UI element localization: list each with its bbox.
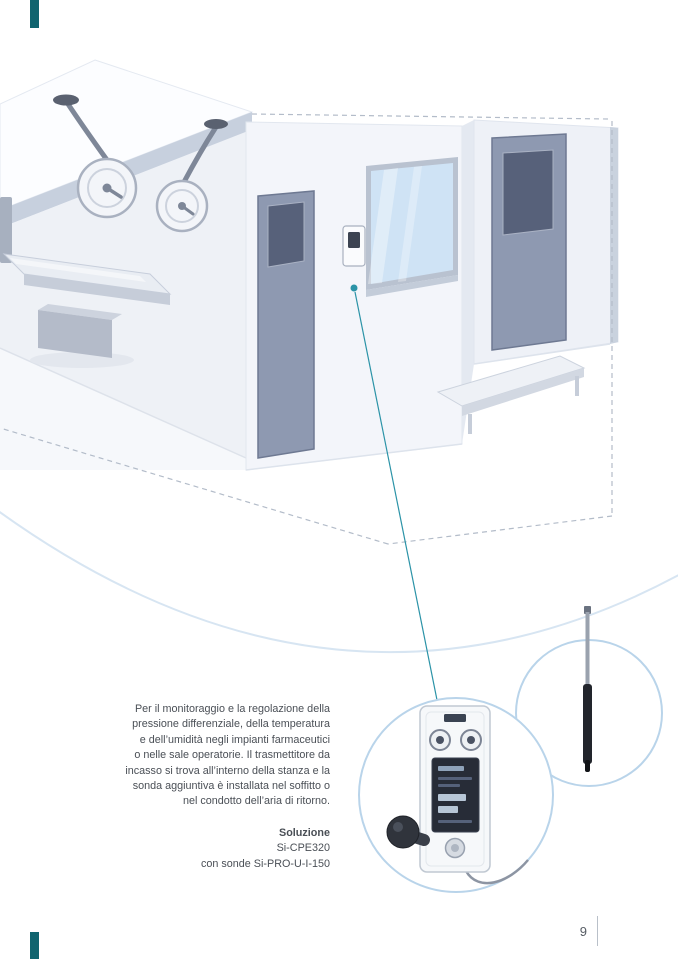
description-block: Per il monitoraggio e la regolazione del… bbox=[60, 702, 330, 810]
lamp-mount bbox=[204, 119, 228, 129]
device-display bbox=[431, 757, 480, 833]
wall-corner bbox=[462, 120, 474, 444]
transmitter-detail bbox=[358, 697, 554, 893]
lamp-mount bbox=[53, 94, 79, 106]
solution-block: Soluzione Si-CPE320 con sonde Si-PRO-U-I… bbox=[60, 826, 330, 872]
probe-detail bbox=[515, 606, 663, 787]
description-line: pressione differenziale, della temperatu… bbox=[132, 718, 330, 731]
solution-title: Soluzione bbox=[279, 827, 330, 839]
description-line: incasso si trova all’interno della stanz… bbox=[125, 764, 330, 777]
solution-product: Si-CPE320 bbox=[276, 842, 330, 855]
surgical-lamp bbox=[155, 119, 228, 233]
wall-transmitter bbox=[342, 225, 366, 267]
door bbox=[257, 190, 315, 459]
door bbox=[491, 133, 567, 351]
window bbox=[366, 157, 458, 297]
floor-lines bbox=[245, 343, 611, 471]
left-wall-panel bbox=[0, 197, 12, 263]
device-cable bbox=[464, 859, 529, 885]
dome-sensor bbox=[386, 815, 430, 849]
page-number: 9 bbox=[580, 916, 598, 946]
solution-probe: con sonde Si-PRO-U-I-150 bbox=[200, 857, 330, 870]
device-logo bbox=[444, 714, 466, 722]
description-line: sonda aggiuntiva è installata nel soffit… bbox=[132, 780, 330, 793]
surgical-lamp bbox=[53, 94, 138, 219]
page-number-value: 9 bbox=[579, 923, 587, 939]
accent-bar-bottom bbox=[30, 932, 39, 959]
device-sensor-grilles bbox=[429, 729, 482, 751]
operating-table bbox=[2, 253, 172, 368]
decorative-arc bbox=[0, 510, 678, 654]
accent-bar-top bbox=[30, 0, 39, 28]
probe-shaft bbox=[585, 612, 590, 686]
description-line: Per il monitoraggio e la regolazione del… bbox=[134, 703, 330, 715]
probe-body bbox=[583, 684, 592, 764]
description-line: nel condotto dell’aria di ritorno. bbox=[182, 795, 330, 808]
probe-tip bbox=[585, 760, 590, 772]
measurement-point bbox=[350, 284, 358, 292]
dashed-room-outline bbox=[0, 113, 613, 545]
description-line: e dell’umidità negli impianti farmaceuti… bbox=[139, 733, 330, 746]
bench bbox=[436, 355, 586, 434]
callout-line bbox=[354, 291, 438, 701]
description-line: o nelle sale operatorie. Il trasmettitor… bbox=[134, 749, 330, 762]
